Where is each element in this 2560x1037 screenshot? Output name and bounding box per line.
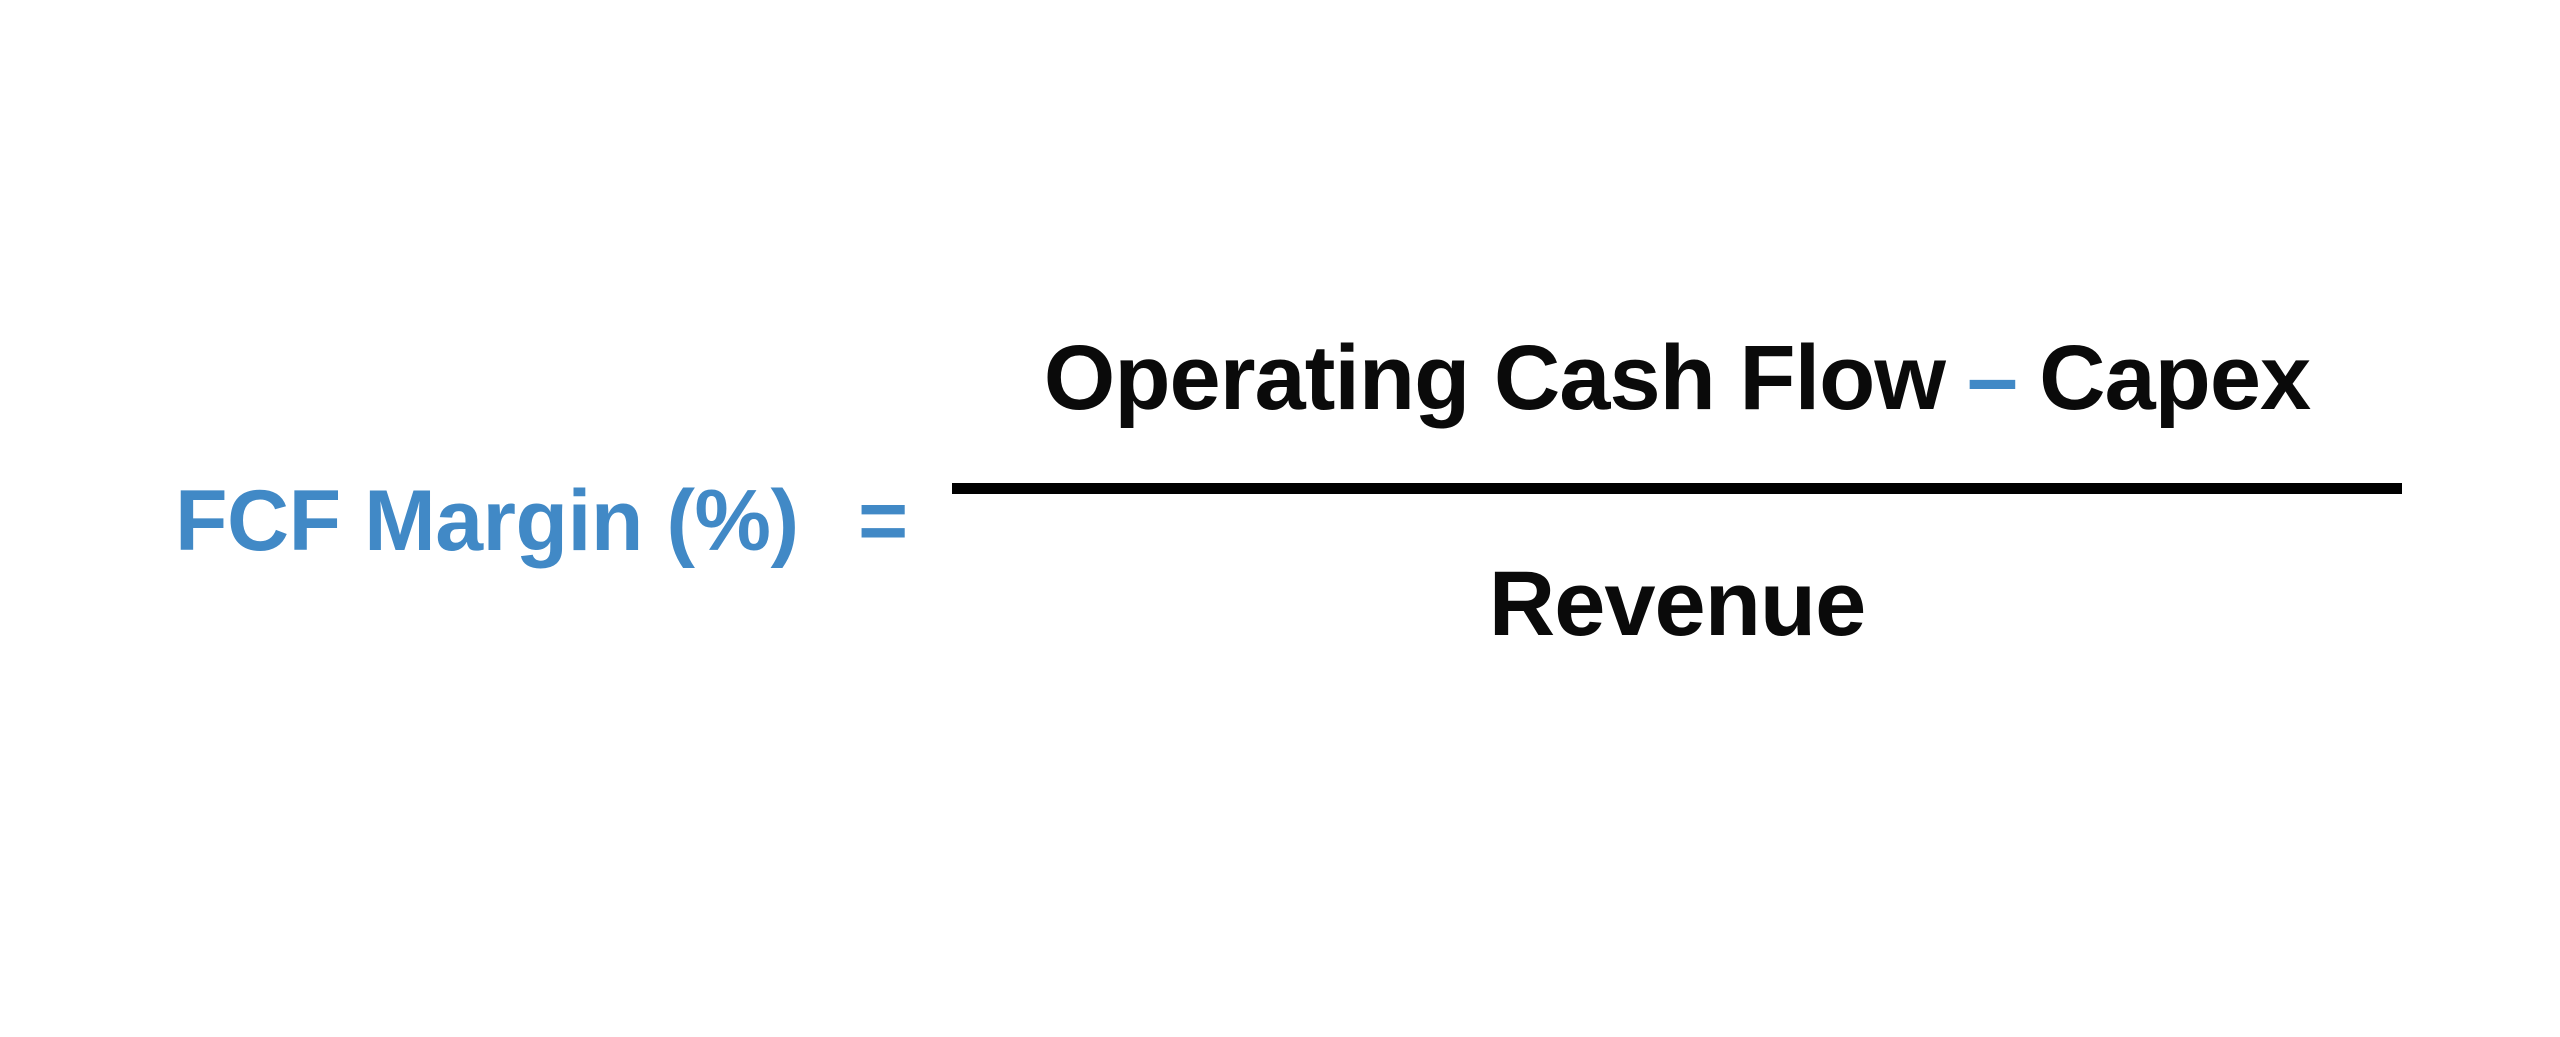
fraction-bar xyxy=(952,482,2402,494)
fraction: Operating Cash Flow – Capex Revenue xyxy=(952,330,2402,652)
fraction-denominator: Revenue xyxy=(1488,552,1866,655)
numerator-second-term: Capex xyxy=(2039,327,2311,429)
equation-left-side-label: FCF Margin (%) xyxy=(175,473,799,569)
equals-sign: = xyxy=(858,473,909,569)
fraction-numerator: Operating Cash Flow – Capex xyxy=(1043,327,2311,429)
numerator-first-term: Operating Cash Flow xyxy=(1043,327,1946,429)
minus-operator-icon: – xyxy=(1966,327,2018,429)
